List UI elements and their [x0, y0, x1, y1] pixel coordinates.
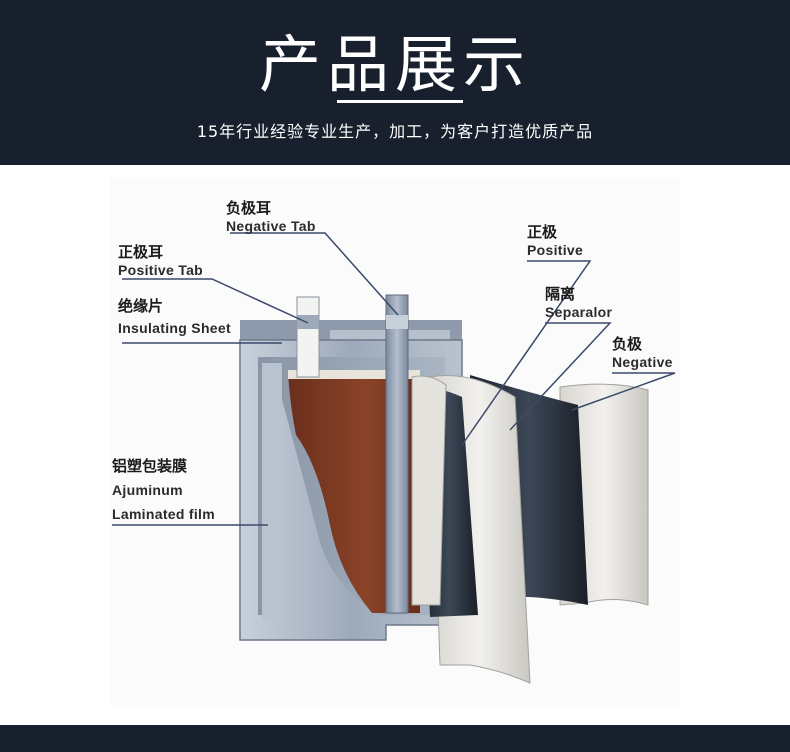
battery-structure-diagram: 负极耳 Negative Tab 正极耳 Positive Tab 绝缘片 In…	[0, 165, 790, 725]
label-insulating-sheet-zh: 绝缘片	[118, 297, 231, 315]
callout-negative-tab: 负极耳 Negative Tab	[226, 199, 316, 235]
label-laminated-film-zh: 铝塑包装膜	[112, 457, 215, 475]
callout-separator: 隔离 Separalor	[545, 285, 612, 321]
front-wrap-sheet	[412, 376, 446, 605]
callout-laminated-film: 铝塑包装膜 Ajuminum Laminated film	[112, 457, 215, 523]
film-left-wall	[262, 363, 282, 620]
label-laminated-film-en2: Laminated film	[112, 505, 215, 523]
label-separator-zh: 隔离	[545, 285, 612, 303]
footer-band	[0, 725, 790, 752]
positive-tab-seal	[297, 315, 319, 329]
label-positive-en: Positive	[527, 241, 583, 259]
label-negative-tab-en: Negative Tab	[226, 217, 316, 235]
negative-tab	[386, 295, 408, 613]
label-positive-tab-en: Positive Tab	[118, 261, 203, 279]
callout-insulating-sheet: 绝缘片 Insulating Sheet	[118, 297, 231, 337]
callout-negative: 负极 Negative	[612, 335, 673, 371]
label-positive-zh: 正极	[527, 223, 583, 241]
page-title: 产品展示	[0, 14, 790, 104]
title-underline	[337, 100, 463, 103]
label-separator-en: Separalor	[545, 303, 612, 321]
header-banner: 产品展示 15年行业经验专业生产，加工，为客户打造优质产品	[0, 0, 790, 165]
callout-positive-tab: 正极耳 Positive Tab	[118, 243, 203, 279]
label-laminated-film-en: Ajuminum	[112, 481, 215, 499]
callout-positive: 正极 Positive	[527, 223, 583, 259]
page-subtitle: 15年行业经验专业生产，加工，为客户打造优质产品	[0, 118, 790, 142]
label-insulating-sheet-en: Insulating Sheet	[118, 319, 231, 337]
label-positive-tab-zh: 正极耳	[118, 243, 203, 261]
positive-tab	[297, 297, 319, 377]
label-negative-zh: 负极	[612, 335, 673, 353]
label-negative-en: Negative	[612, 353, 673, 371]
negative-tab-seal	[386, 315, 408, 329]
label-negative-tab-zh: 负极耳	[226, 199, 316, 217]
